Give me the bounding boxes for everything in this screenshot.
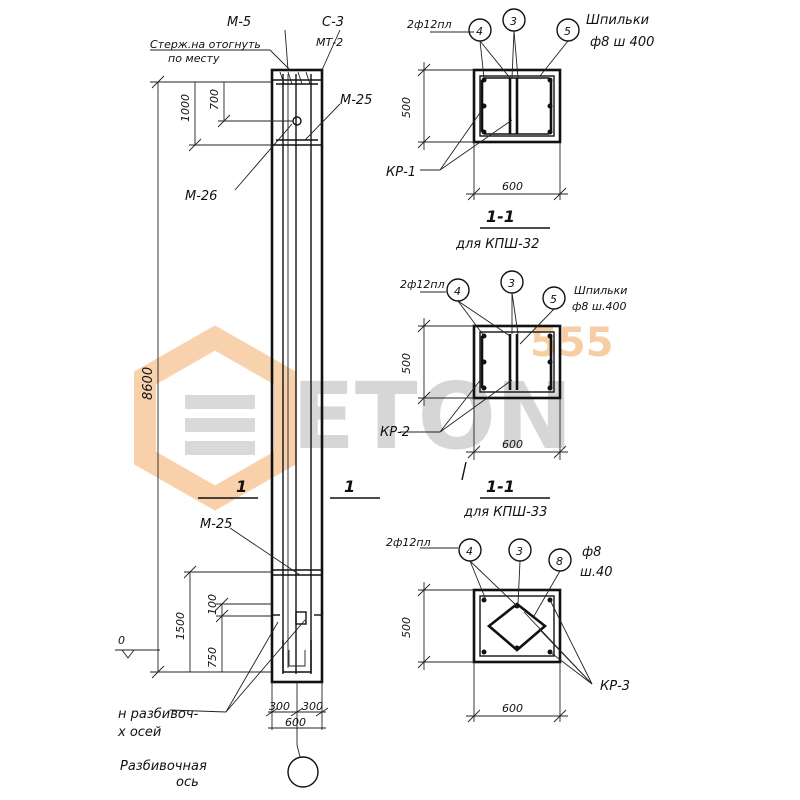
- section-c-pins-1: ф8: [582, 545, 601, 560]
- section-a-callout-5: 5: [564, 25, 571, 38]
- section-b-callout-3: 3: [508, 277, 515, 290]
- mark-s3: С-3: [322, 15, 344, 30]
- dim-300-left: 300: [269, 700, 290, 713]
- section-a: 2ф12пл 4 3 5 Шпильки ф8 ш 400 500 600 КР…: [386, 8, 654, 252]
- section-c-dim-500: 500: [400, 617, 413, 638]
- section-c: 2ф12пл 4 3 8 ф8 ш.40 500 600 КР-3: [386, 536, 630, 723]
- mark-m26: М-26: [185, 189, 217, 204]
- section-b-dim-500: 500: [400, 353, 413, 374]
- section-mark-right: 1: [344, 477, 355, 496]
- section-a-rebar-top: 2ф12пл: [407, 18, 452, 31]
- section-a-pins-1: Шпильки: [586, 13, 649, 28]
- section-b-callout-5: 5: [550, 293, 557, 306]
- section-b-cage: КР-2: [380, 425, 410, 440]
- note-axes-1: н разбивоч-: [118, 707, 199, 722]
- section-b-pins-1: Шпильки: [574, 284, 627, 297]
- section-a-title: 1-1: [486, 207, 515, 226]
- watermark-number: 555: [530, 320, 614, 366]
- section-c-callout-3: 3: [516, 545, 523, 558]
- mark-m5: М-5: [227, 15, 251, 30]
- dim-750: 750: [206, 647, 219, 668]
- section-a-pins-2: ф8 ш 400: [590, 35, 654, 50]
- section-a-dim-600: 600: [502, 180, 523, 193]
- section-a-callout-3: 3: [510, 15, 517, 28]
- mark-m25-top: М-25: [340, 93, 372, 108]
- section-mark-left: 1: [236, 477, 247, 496]
- watermark-text: ETON: [292, 363, 573, 470]
- section-a-subtitle: для КПШ-32: [455, 237, 539, 252]
- section-b-callout-4: 4: [454, 285, 461, 298]
- mark-mt2: МТ-2: [316, 36, 343, 49]
- note-axes-2: х осей: [117, 725, 161, 740]
- dim-300-right: 300: [302, 700, 323, 713]
- section-b-rebar-top: 2ф12пл: [400, 278, 445, 291]
- axis-bubble: [287, 756, 319, 788]
- section-b-dim-600: 600: [502, 438, 523, 451]
- section-b-subtitle: для КПШ-33: [463, 505, 547, 520]
- note-bend-2: по месту: [168, 52, 220, 65]
- section-b-pins-2: ф8 ш.400: [572, 300, 626, 313]
- dim-1500: 1500: [174, 612, 187, 640]
- dim-8600: 8600: [141, 367, 156, 400]
- section-c-outline: [472, 588, 562, 664]
- section-c-dim-600: 600: [502, 702, 523, 715]
- level-mark: 0: [118, 634, 125, 647]
- dim-100: 100: [206, 594, 219, 615]
- section-c-callout-8: 8: [556, 555, 563, 568]
- watermark: ETON 555: [134, 320, 614, 511]
- section-c-pins-2: ш.40: [580, 565, 613, 580]
- note-bend-1: Стерж.на отогнуть: [150, 38, 261, 51]
- watermark-logo-icon: [134, 325, 296, 511]
- dim-600-elevation: 600: [285, 716, 306, 729]
- section-c-cage: КР-3: [600, 679, 630, 694]
- mark-m25-bottom: М-25: [200, 517, 232, 532]
- dim-1000: 1000: [179, 94, 192, 122]
- section-a-cage: КР-1: [386, 165, 416, 180]
- column-elevation: М-5 С-3 МТ-2 Стерж.на отогнуть по месту …: [115, 15, 380, 790]
- dim-700: 700: [208, 89, 221, 110]
- section-c-callout-4: 4: [466, 545, 473, 558]
- axis-label-1: Разбивочная: [120, 759, 207, 774]
- section-b-title: 1-1: [486, 477, 515, 496]
- section-b: 2ф12пл 4 3 5 Шпильки ф8 ш.400 500 600 КР…: [380, 270, 627, 520]
- section-a-dim-500: 500: [400, 97, 413, 118]
- section-a-callout-4: 4: [476, 25, 483, 38]
- section-c-rebar-top: 2ф12пл: [386, 536, 431, 549]
- axis-label-2: ось: [176, 775, 199, 790]
